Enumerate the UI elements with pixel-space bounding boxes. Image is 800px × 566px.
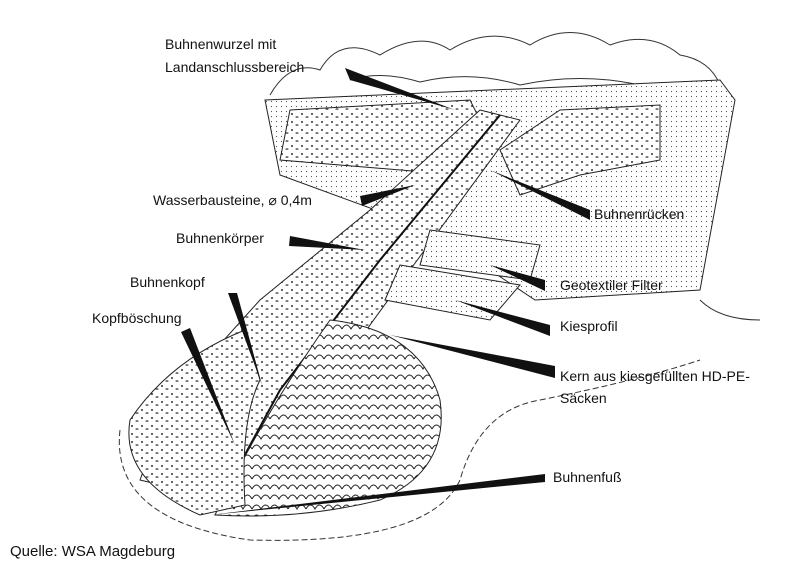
arrow-kiesprofil <box>455 300 550 336</box>
pointer-arrows <box>181 68 590 515</box>
arrow-ruecken <box>490 170 590 220</box>
label-buhnenwurzel: Buhnenwurzel mit <box>165 36 277 52</box>
label-kern: Kern aus kiesgefüllten HD-PE- <box>560 368 750 384</box>
groyne-head <box>128 329 261 516</box>
label-geotextiler-filter: Geotextiler Filter <box>560 277 663 293</box>
label-kiesprofil: Kiesprofil <box>560 318 618 334</box>
arrow-boeschung <box>181 328 235 445</box>
vegetation <box>269 32 721 96</box>
label-buhnenkoerper: Buhnenkörper <box>176 230 264 246</box>
label-buhnenfuss: Buhnenfuß <box>553 469 622 485</box>
label-buhnenkopf: Buhnenkopf <box>130 274 205 290</box>
groyne-core <box>214 319 442 517</box>
label-kopfboeschung: Kopfböschung <box>92 310 182 326</box>
arrow-kopf <box>228 293 262 385</box>
arrow-filter <box>490 265 545 291</box>
arrow-koerper <box>289 236 365 250</box>
label-kern-saecke: Säcken <box>560 390 607 406</box>
source-caption: Quelle: WSA Magdeburg <box>10 543 176 560</box>
arrow-wasserbausteine <box>360 185 415 206</box>
label-wasserbausteine: Wasserbausteine, ⌀ 0,4m <box>153 192 312 208</box>
arrow-kern <box>390 335 555 378</box>
label-landanschluss: Landanschlussbereich <box>165 59 305 75</box>
arrow-wurzel <box>345 68 455 110</box>
label-buhnenruecken: Buhnenrücken <box>594 206 685 222</box>
arrow-fuss <box>210 474 545 515</box>
